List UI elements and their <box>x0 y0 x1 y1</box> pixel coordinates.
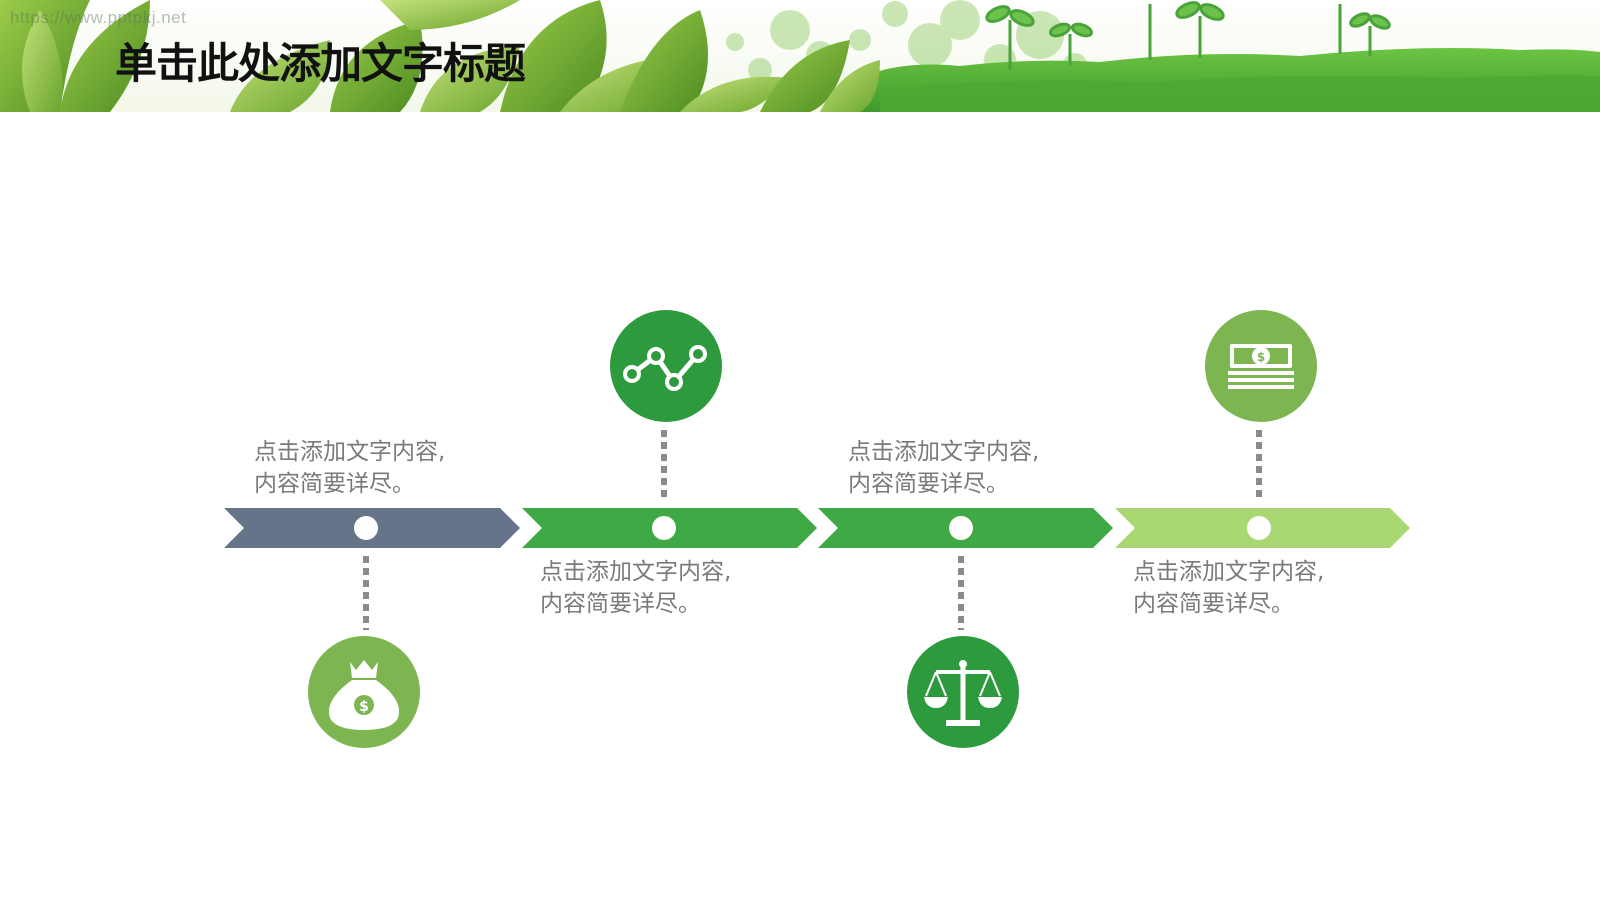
step-4-line-1: 点击添加文字内容, <box>1133 556 1324 588</box>
step-1-line-1: 点击添加文字内容, <box>254 436 445 468</box>
step-4-caption[interactable]: 点击添加文字内容, 内容简要详尽。 <box>1133 556 1324 620</box>
step-3-caption[interactable]: 点击添加文字内容, 内容简要详尽。 <box>848 436 1039 500</box>
timeline-dot-2 <box>652 516 676 540</box>
step-2-icon-badge[interactable] <box>610 310 722 422</box>
timeline-dot-3 <box>949 516 973 540</box>
step-3-line-2: 内容简要详尽。 <box>848 468 1039 500</box>
svg-text:$: $ <box>1257 350 1265 364</box>
step-1-caption[interactable]: 点击添加文字内容, 内容简要详尽。 <box>254 436 445 500</box>
step-3-line-1: 点击添加文字内容, <box>848 436 1039 468</box>
svg-text:$: $ <box>359 699 369 715</box>
step-3-icon-badge[interactable] <box>907 636 1019 748</box>
step-2-line-2: 内容简要详尽。 <box>540 588 731 620</box>
timeline-dot-1 <box>354 516 378 540</box>
step-2-caption[interactable]: 点击添加文字内容, 内容简要详尽。 <box>540 556 731 620</box>
step-4-line-2: 内容简要详尽。 <box>1133 588 1324 620</box>
step-1-icon-badge[interactable]: $ <box>308 636 420 748</box>
step-4-icon-badge[interactable]: $ <box>1205 310 1317 422</box>
step-2-line-1: 点击添加文字内容, <box>540 556 731 588</box>
timeline-dot-4 <box>1247 516 1271 540</box>
step-1-line-2: 内容简要详尽。 <box>254 468 445 500</box>
